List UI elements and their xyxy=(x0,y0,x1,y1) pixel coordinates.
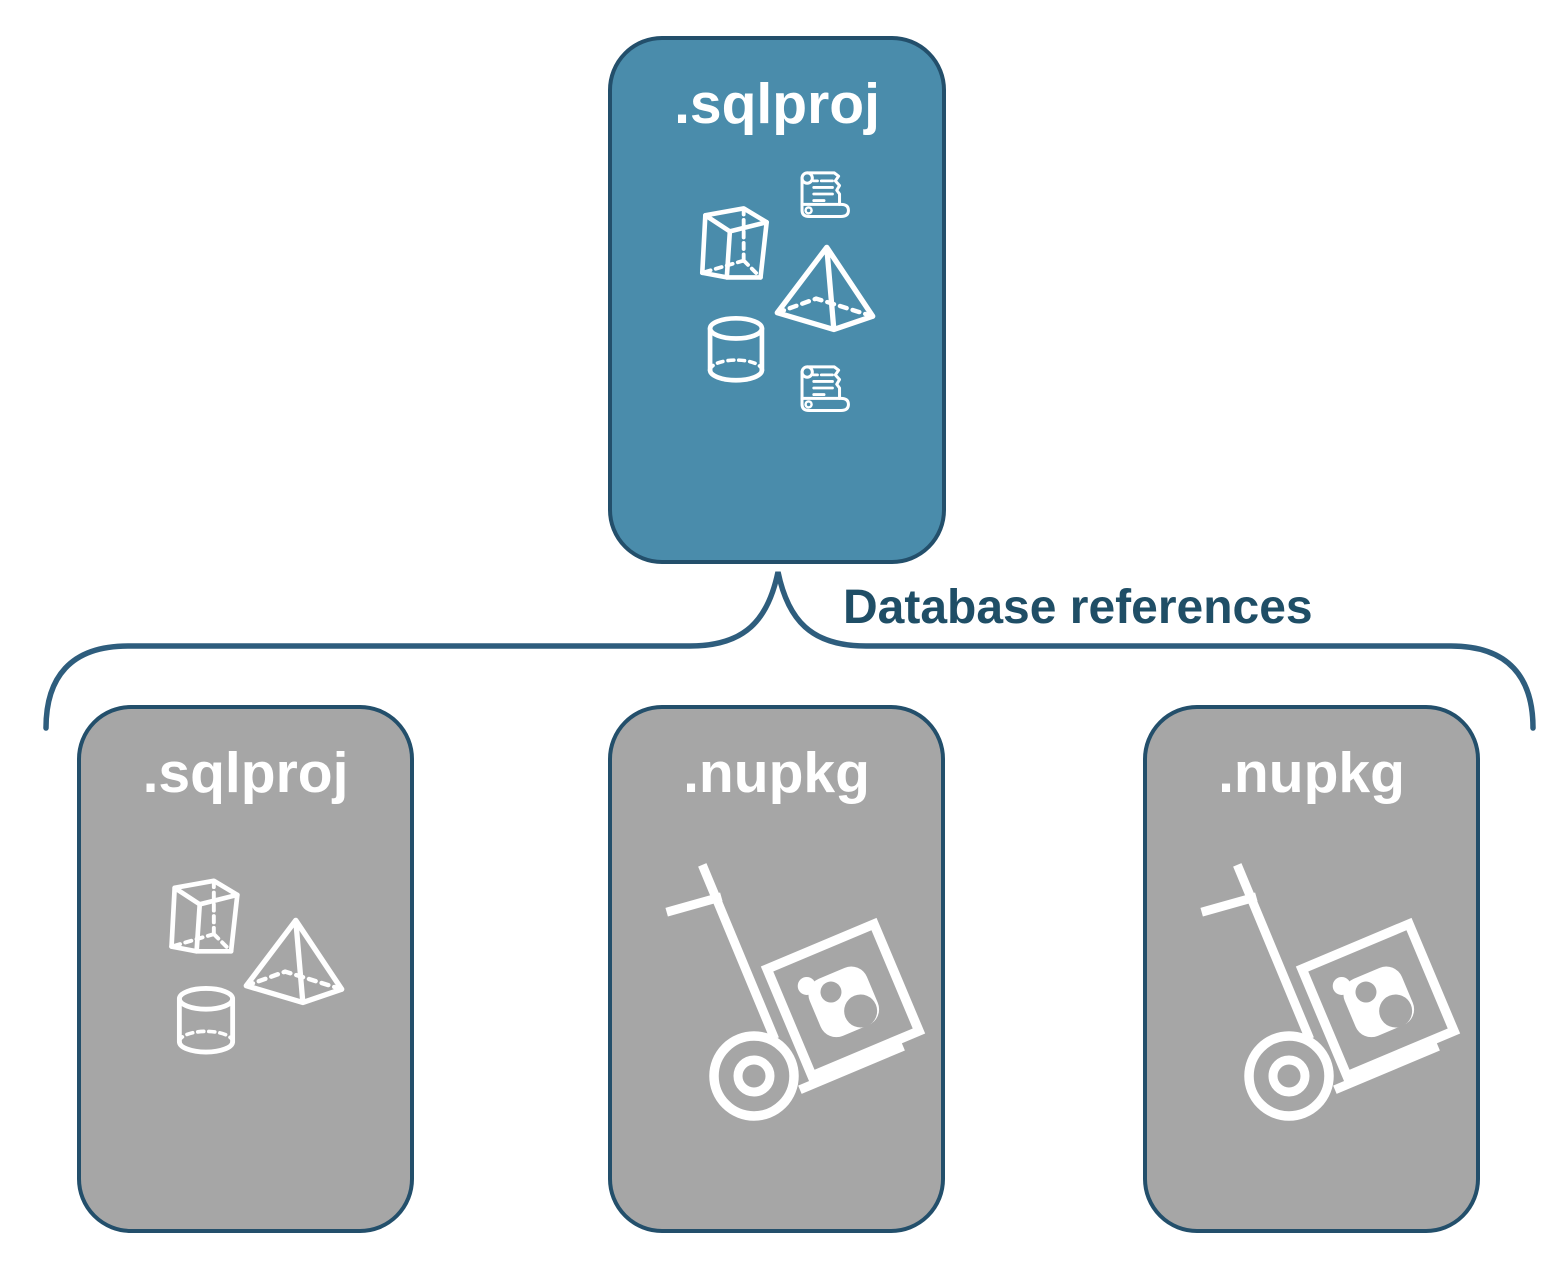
child-node-title: .sqlproj xyxy=(142,741,349,805)
nuget-dolly-icon xyxy=(637,849,937,1149)
scroll-icon xyxy=(800,365,850,412)
edge-label: Database references xyxy=(843,581,1313,634)
nuget-dolly-icon xyxy=(1172,849,1472,1149)
cylinder-icon xyxy=(169,981,243,1061)
child-node-title: .nupkg xyxy=(1218,741,1405,805)
child-node-nupkg: .nupkg xyxy=(1143,705,1480,1233)
child-node-sqlproj: .sqlproj xyxy=(77,705,414,1233)
root-node-title: .sqlproj xyxy=(674,72,880,136)
child-node-nupkg: .nupkg xyxy=(608,705,945,1233)
root-node-sqlproj: .sqlproj xyxy=(608,36,946,564)
scroll-icon xyxy=(800,171,850,218)
cylinder-icon xyxy=(700,312,772,388)
child-node-title: .nupkg xyxy=(683,741,870,805)
pyramid-icon xyxy=(241,915,347,1007)
pyramid-icon xyxy=(772,242,878,334)
brace-connector xyxy=(43,571,1536,731)
cube-icon xyxy=(159,862,253,956)
cube-icon xyxy=(690,190,782,282)
